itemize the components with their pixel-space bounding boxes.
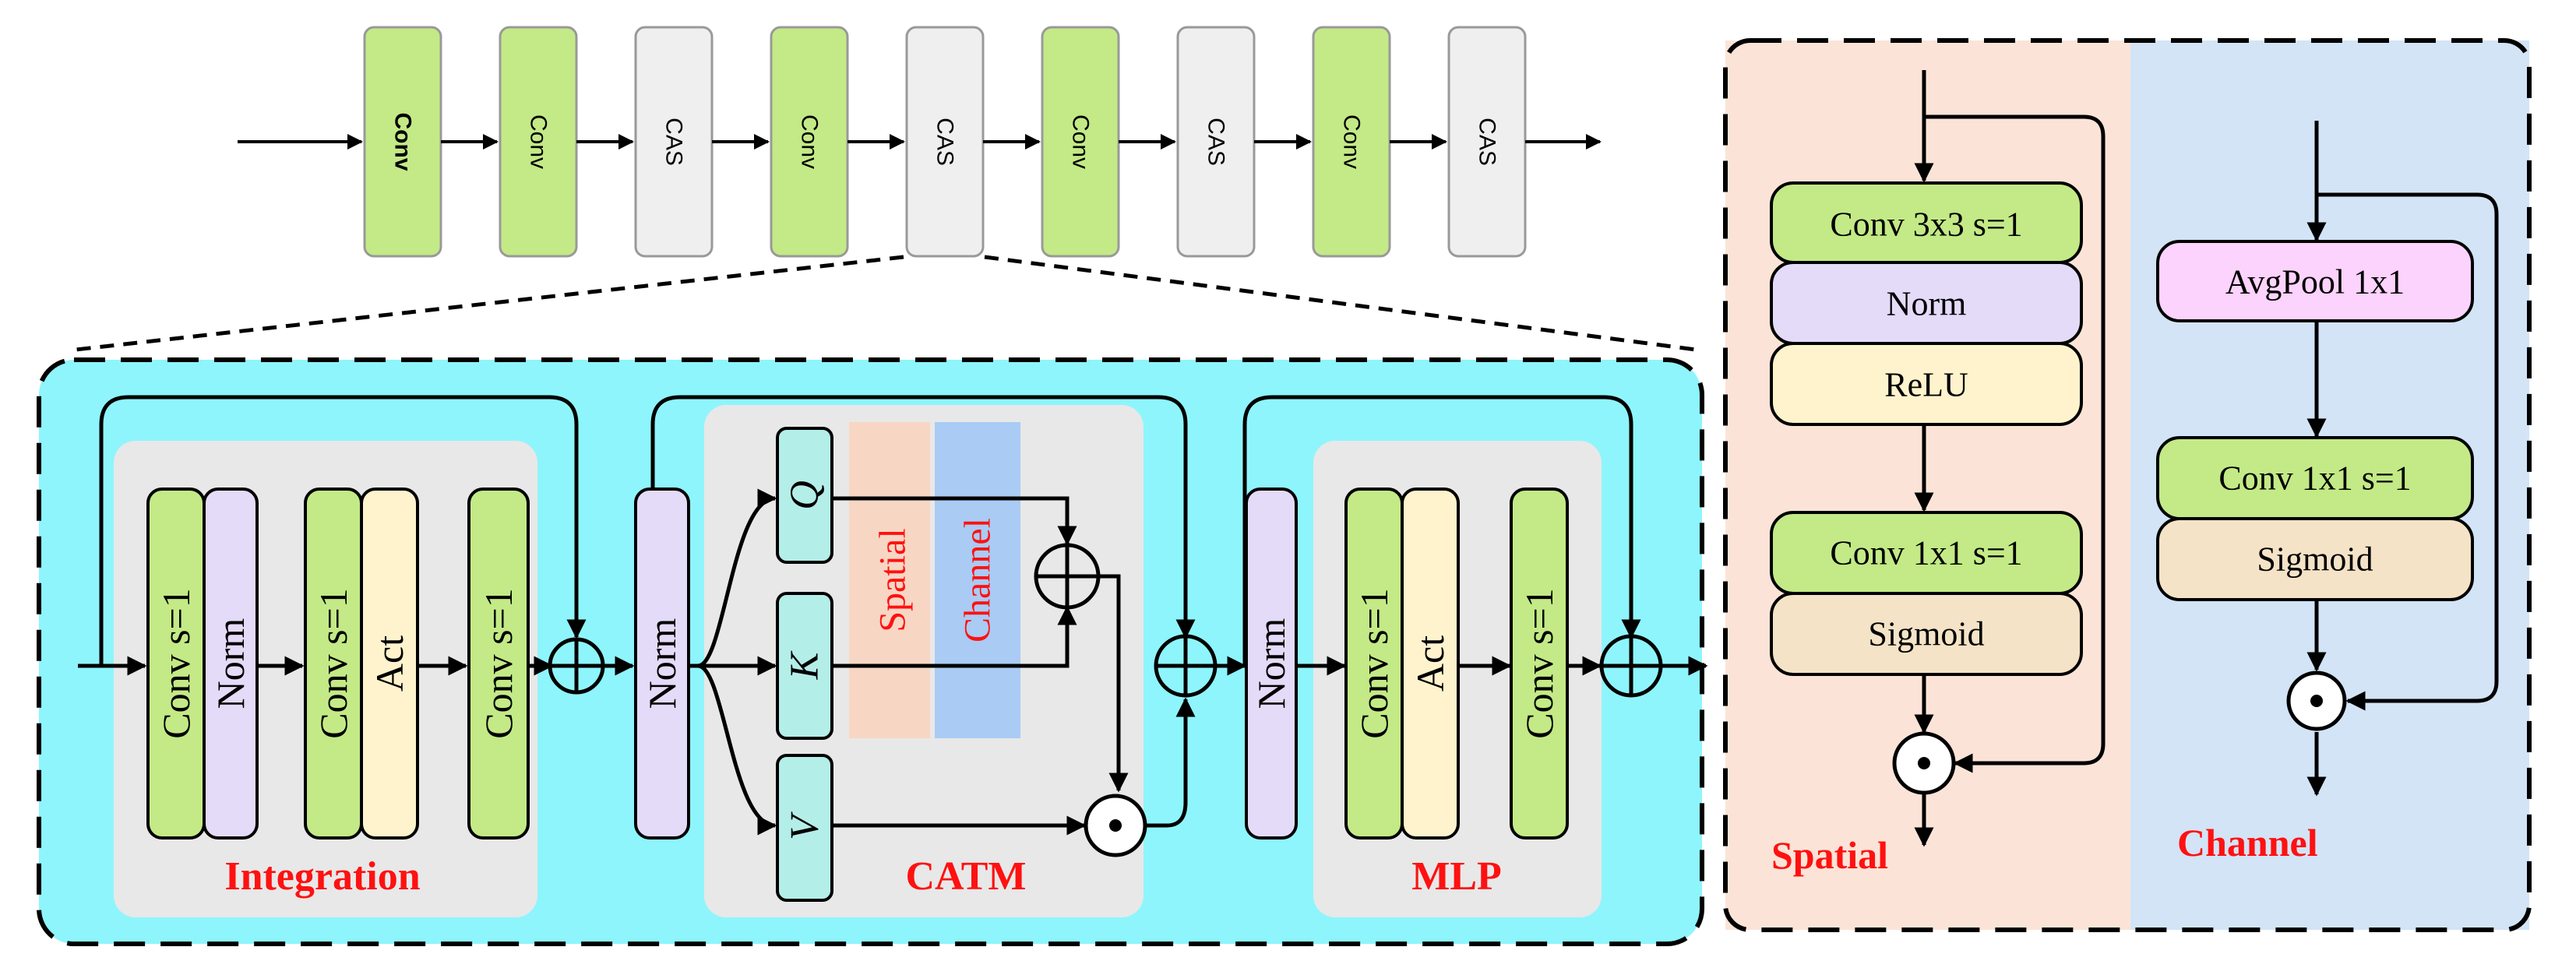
integration-norm: Norm (203, 488, 259, 840)
pipeline-block-conv: Conv (363, 26, 442, 258)
catm-add-node (1034, 543, 1101, 610)
pipeline-block-conv: Conv (770, 26, 849, 258)
spatial-multiply-node (1892, 731, 1956, 795)
pipeline-block-conv: Conv (1312, 26, 1391, 258)
svg-text:Norm: Norm (1887, 285, 1967, 323)
svg-text:Conv s=1: Conv s=1 (1352, 588, 1396, 739)
svg-text:Conv s=1: Conv s=1 (312, 588, 355, 739)
add-node-1 (548, 637, 605, 695)
channel-multiply-node (2286, 671, 2347, 731)
module-connectors (78, 395, 1708, 836)
catm-norm: Norm (634, 488, 690, 840)
mlp-norm: Norm (1245, 488, 1298, 840)
spatial-conv-3x3: Conv 3x3 s=1 (1770, 181, 2083, 264)
catm-title: CATM (905, 854, 1026, 899)
pipeline-block-conv: Conv (1041, 26, 1120, 258)
attention-detail-panel: Conv 3x3 s=1 Norm ReLU Conv 1x1 s=1 Sigm… (1723, 38, 2532, 932)
channel-conv-1x1: Conv 1x1 s=1 (2156, 436, 2474, 520)
svg-text:AvgPool 1x1: AvgPool 1x1 (2225, 263, 2405, 301)
spatial-conv-1x1: Conv 1x1 s=1 (1770, 511, 2083, 595)
pipeline-block-cas: CAS (1176, 26, 1256, 258)
cas-module: Spatial Channel (37, 357, 1708, 946)
add-node-2 (1154, 634, 1218, 698)
svg-text:Sigmoid: Sigmoid (2257, 540, 2373, 579)
channel-band (935, 422, 1020, 738)
svg-text:Act: Act (1408, 635, 1452, 692)
svg-text:CAS: CAS (661, 118, 687, 166)
spatial-band-label: Spatial (872, 528, 914, 632)
svg-text:CAS: CAS (1203, 118, 1229, 166)
channel-avgpool: AvgPool 1x1 (2156, 240, 2474, 322)
mlp-conv-2: Conv s=1 (1510, 488, 1569, 840)
spatial-band (849, 422, 930, 738)
svg-text:Q: Q (783, 480, 827, 510)
svg-text:Conv s=1: Conv s=1 (1517, 588, 1561, 739)
svg-text:Norm: Norm (209, 618, 252, 709)
svg-text:ReLU: ReLU (1884, 366, 1968, 404)
svg-text:Conv: Conv (1068, 114, 1094, 169)
key-block: K (776, 592, 833, 740)
svg-text:CAS: CAS (1475, 118, 1500, 166)
mlp-act: Act (1401, 488, 1460, 840)
spatial-panel-bg (1725, 40, 2130, 930)
spatial-relu: ReLU (1770, 342, 2083, 426)
pipeline-block-cas: CAS (634, 26, 714, 258)
svg-text:Conv: Conv (797, 114, 823, 169)
svg-text:Conv s=1: Conv s=1 (154, 588, 198, 739)
mlp-conv-1: Conv s=1 (1344, 488, 1404, 840)
zoom-lines (68, 255, 1703, 353)
svg-text:Act: Act (368, 635, 411, 692)
integration-conv-2: Conv s=1 (304, 488, 363, 840)
pipeline-block-conv: Conv (499, 26, 578, 258)
integration-conv-3: Conv s=1 (467, 488, 530, 840)
spatial-connectors (1914, 70, 2106, 847)
add-node-3 (1599, 634, 1663, 698)
value-block: V (776, 754, 833, 902)
pipeline: Conv Conv CAS Conv CAS Conv CAS Conv CAS (238, 26, 1602, 258)
svg-text:Conv 1x1 s=1: Conv 1x1 s=1 (1830, 534, 2022, 572)
channel-band-label: Channel (957, 518, 999, 642)
pipeline-block-cas: CAS (905, 26, 985, 258)
svg-text:Conv 3x3 s=1: Conv 3x3 s=1 (1830, 206, 2022, 244)
spatial-label: Spatial (1771, 833, 1888, 877)
spatial-sigmoid: Sigmoid (1770, 592, 2083, 676)
query-block: Q (776, 427, 833, 564)
svg-text:Conv: Conv (526, 114, 551, 169)
svg-text:Norm: Norm (1249, 618, 1293, 709)
svg-text:Norm: Norm (640, 618, 684, 709)
channel-connectors (2306, 121, 2499, 797)
channel-sigmoid: Sigmoid (2156, 517, 2474, 601)
svg-text:Conv s=1: Conv s=1 (477, 588, 520, 739)
catm-multiply-node (1084, 794, 1147, 857)
channel-label: Channel (2177, 821, 2318, 864)
integration-title: Integration (224, 854, 420, 899)
svg-text:Conv: Conv (390, 113, 416, 171)
spatial-norm: Norm (1770, 261, 2083, 345)
pipeline-block-cas: CAS (1447, 26, 1527, 258)
integration-conv-1: Conv s=1 (146, 488, 206, 840)
svg-text:K: K (783, 650, 827, 680)
mlp-title: MLP (1411, 854, 1502, 899)
svg-text:CAS: CAS (932, 118, 958, 166)
integration-act: Act (360, 488, 419, 840)
svg-text:Conv 1x1 s=1: Conv 1x1 s=1 (2218, 459, 2411, 498)
svg-text:Sigmoid: Sigmoid (1868, 615, 1984, 653)
svg-text:Conv: Conv (1339, 114, 1365, 169)
svg-text:V: V (783, 811, 827, 840)
detail-panel-frame (1723, 38, 2532, 932)
